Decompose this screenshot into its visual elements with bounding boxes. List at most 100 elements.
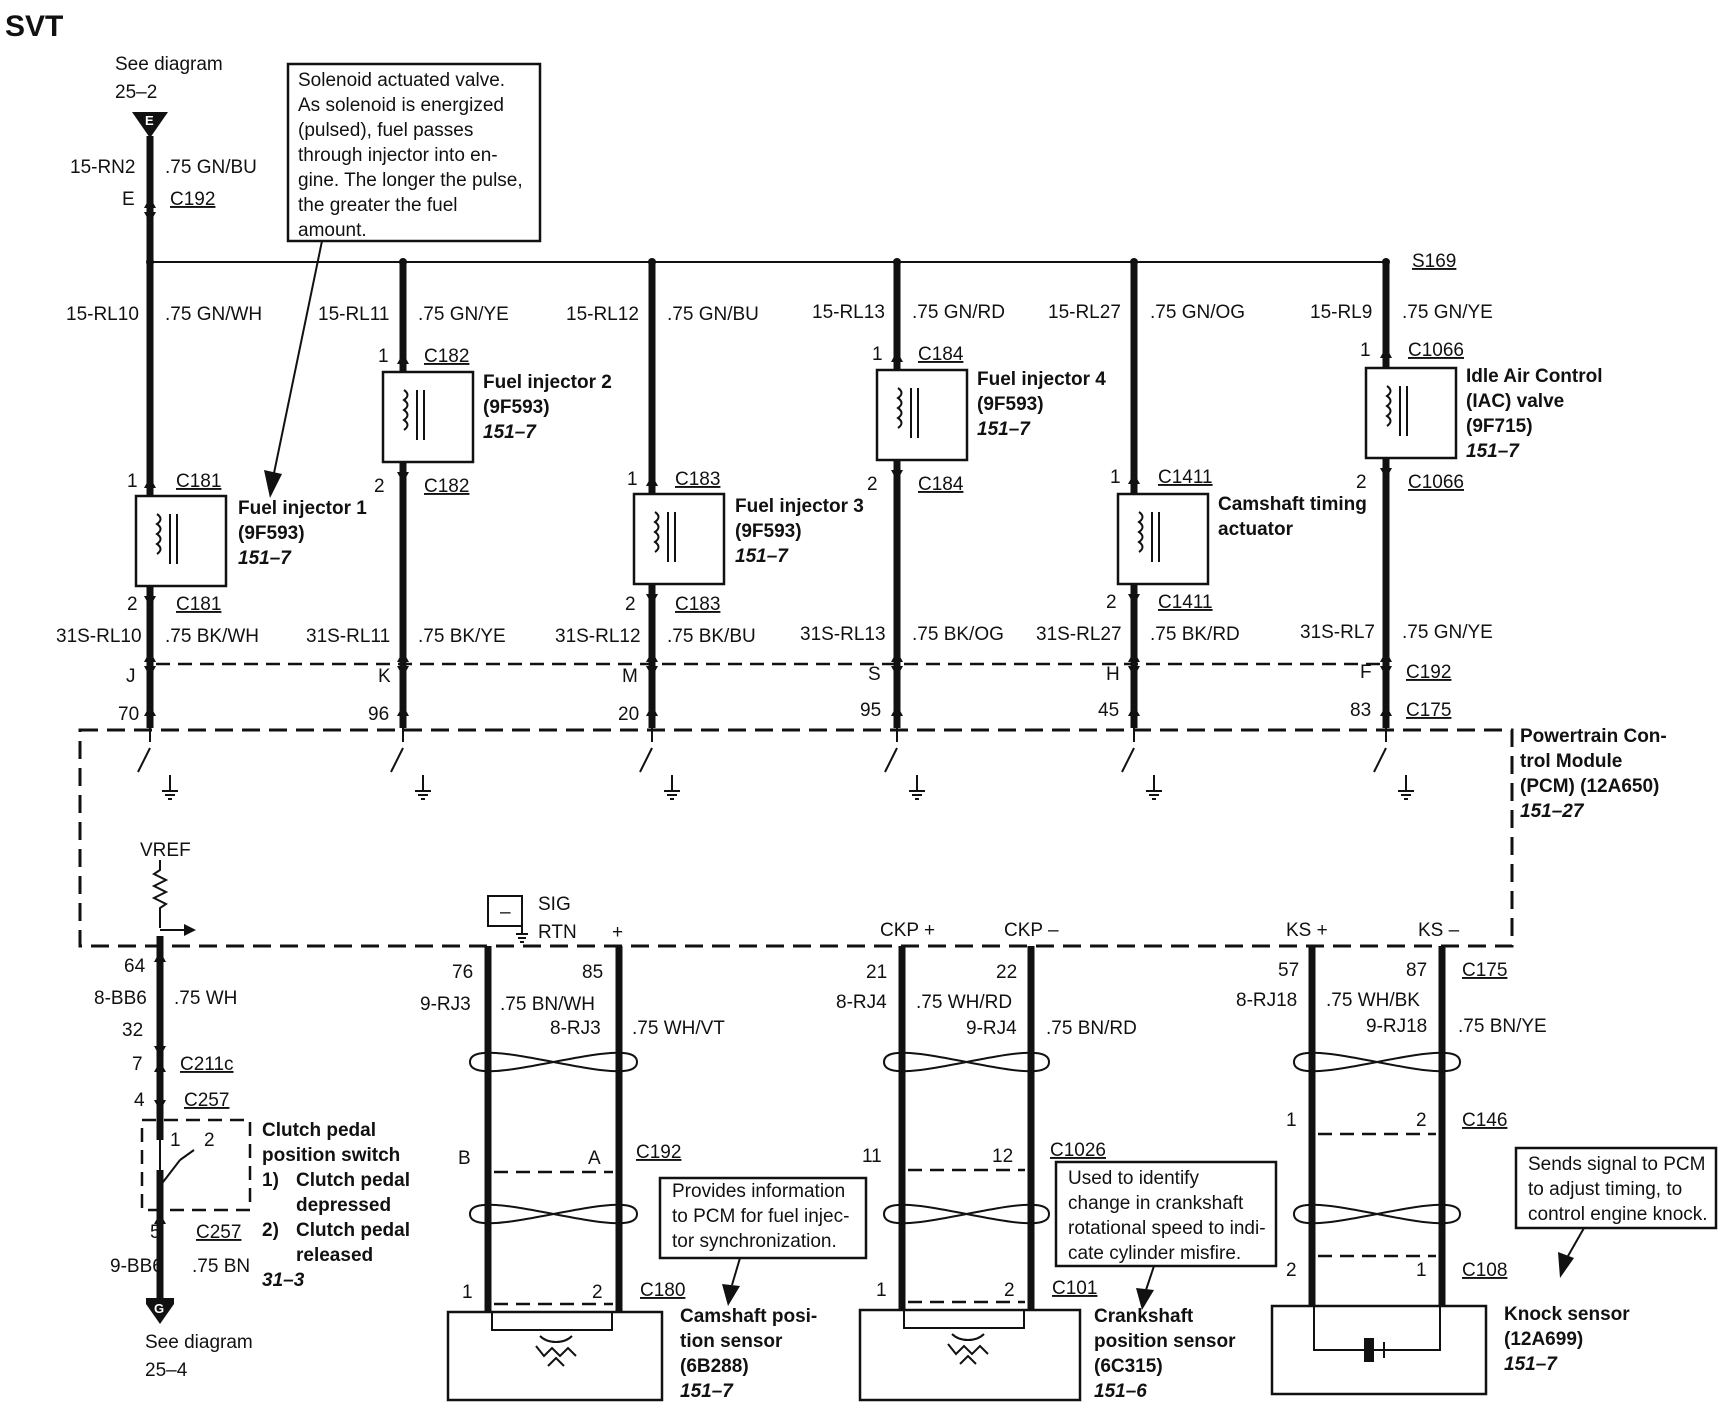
cmp-ref: 151–7 xyxy=(680,1381,734,1402)
ckp-note-1: Used to identify xyxy=(1068,1168,1199,1189)
cmp-circuit-right: 8-RJ3 xyxy=(550,1018,601,1039)
ks-lab-minus: KS – xyxy=(1418,920,1460,941)
connector-top-letter: E xyxy=(145,113,154,128)
ckp-color-right: .75 BN/RD xyxy=(1046,1018,1137,1039)
cmp-s2: 2 xyxy=(592,1282,603,1303)
b2-pin1: 1 xyxy=(378,346,389,367)
note-solenoid-l2: As solenoid is energized xyxy=(298,95,504,116)
b4-ref: 151–7 xyxy=(977,419,1031,440)
cmp-pin-left: 76 xyxy=(452,962,473,983)
cmp-minus: – xyxy=(500,902,511,923)
splice-label: S169 xyxy=(1412,251,1456,272)
ckp-twisted-pair-2 xyxy=(882,1203,1051,1225)
b5-name-1: Camshaft timing xyxy=(1218,494,1367,515)
b4-name-2: (9F593) xyxy=(977,394,1044,415)
cmp-note xyxy=(658,1176,868,1260)
b5-circuit-top: 15-RL27 xyxy=(1048,302,1121,323)
ckp-lab-minus: CKP – xyxy=(1004,920,1059,941)
ks-pin-right: 87 xyxy=(1406,960,1427,981)
clutch-pin-top: 64 xyxy=(124,956,146,977)
cmp-circuit-left: 9-RJ3 xyxy=(420,994,471,1015)
pcm-name-3: (PCM) (12A650) xyxy=(1520,776,1659,797)
feed-color: .75 GN/BU xyxy=(165,157,257,178)
pcm-ref: 151–27 xyxy=(1520,801,1585,822)
feed-connector: C192 xyxy=(170,189,215,210)
b5-pin1: 1 xyxy=(1110,467,1121,488)
b6-conn2: C1066 xyxy=(1408,472,1464,493)
camshaft-position-sensor xyxy=(446,1310,664,1402)
b3-circuit-top: 15-RL12 xyxy=(566,304,639,325)
b6-color-top: .75 GN/YE xyxy=(1402,302,1493,323)
b4-pin1: 1 xyxy=(872,344,883,365)
note-solenoid-l3: (pulsed), fuel passes xyxy=(298,120,473,141)
b5-conn2: C1411 xyxy=(1158,592,1213,613)
row-connector-c192: C192 xyxy=(1406,662,1451,683)
b1-pcm-pin: 70 xyxy=(118,704,139,725)
clutch-switch-box xyxy=(140,1118,252,1212)
b6-letter: F xyxy=(1360,662,1372,683)
crankshaft-position-sensor xyxy=(858,1308,1082,1402)
b6-circuit-bot: 31S-RL7 xyxy=(1300,622,1375,643)
clutch-sw-pin2: 2 xyxy=(204,1130,215,1151)
ks-conn-top: C175 xyxy=(1462,960,1507,981)
fuel-injector-2 xyxy=(381,370,475,464)
ks-conn-bot: C108 xyxy=(1462,1260,1507,1281)
b2-color-top: .75 GN/YE xyxy=(418,304,509,325)
see-diagram-top-ref: 25–2 xyxy=(115,82,157,103)
ks-note-3: control engine knock. xyxy=(1528,1204,1708,1225)
note-solenoid-l1: Solenoid actuated valve. xyxy=(298,70,505,91)
b5-color-top: .75 GN/OG xyxy=(1150,302,1245,323)
b4-conn2: C184 xyxy=(918,474,964,495)
clutch-name-2: position switch xyxy=(262,1145,400,1166)
cmp-color-left: .75 BN/WH xyxy=(500,994,595,1015)
cmp-s1: 1 xyxy=(462,1282,473,1303)
clutch-switch xyxy=(159,1140,195,1187)
clutch-conn-c: C257 xyxy=(184,1090,229,1111)
cmp-twisted-pair-1 xyxy=(468,1051,639,1073)
b3-color-bot: .75 BK/BU xyxy=(667,626,756,647)
b5-pcm-pin: 45 xyxy=(1098,700,1119,721)
clutch-state1-2: depressed xyxy=(296,1195,391,1216)
b3-name-2: (9F593) xyxy=(735,521,802,542)
cmp-color-right: .75 WH/VT xyxy=(632,1018,725,1039)
feed-pin: E xyxy=(122,189,135,210)
b6-conn1: C1066 xyxy=(1408,340,1464,361)
fuel-injector-1 xyxy=(134,494,228,588)
ckp-s2: 2 xyxy=(1004,1280,1015,1301)
b2-name-1: Fuel injector 2 xyxy=(483,372,612,393)
pcm-drivers xyxy=(137,728,1414,800)
clutch-conn-b: C211c xyxy=(180,1054,234,1075)
b4-conn1: C184 xyxy=(918,344,964,365)
ckp-note-4: cate cylinder misfire. xyxy=(1068,1243,1241,1264)
b1-name-2: (9F593) xyxy=(238,523,305,544)
cmp-rtn: RTN xyxy=(538,922,577,943)
cmp-note-2: to PCM for fuel injec- xyxy=(672,1206,849,1227)
cmp-b: B xyxy=(458,1148,471,1169)
fuel-injector-3 xyxy=(632,492,726,586)
b6-pin1: 1 xyxy=(1360,340,1371,361)
b6-name-1: Idle Air Control xyxy=(1466,366,1603,387)
b4-pcm-pin: 95 xyxy=(860,700,881,721)
ks-note xyxy=(1514,1146,1718,1230)
b1-circuit-top: 15-RL10 xyxy=(66,304,139,325)
ks-name-2: (12A699) xyxy=(1504,1329,1583,1350)
clutch-circuit-d: 9-BB6 xyxy=(110,1256,163,1277)
cmp-twisted-pair-2 xyxy=(468,1203,639,1225)
vref-resistor xyxy=(151,860,188,931)
b1-pin2: 2 xyxy=(127,594,138,615)
ks-s2: 2 xyxy=(1286,1260,1297,1281)
ks-twisted-pair-2 xyxy=(1292,1203,1462,1225)
b2-conn2: C182 xyxy=(424,476,469,497)
b3-conn1: C183 xyxy=(675,469,720,490)
ckp-lab-plus: CKP + xyxy=(880,920,935,941)
cmp-a: A xyxy=(588,1148,601,1169)
b3-name-1: Fuel injector 3 xyxy=(735,496,864,517)
ckp-p11: 11 xyxy=(862,1146,882,1167)
ckp-pin-left: 21 xyxy=(866,962,887,983)
b4-pin2: 2 xyxy=(867,474,878,495)
ks-color-right: .75 BN/YE xyxy=(1458,1016,1547,1037)
b2-letter: K xyxy=(378,666,391,687)
vref-label: VREF xyxy=(140,840,191,861)
row-connector-c175: C175 xyxy=(1406,700,1451,721)
